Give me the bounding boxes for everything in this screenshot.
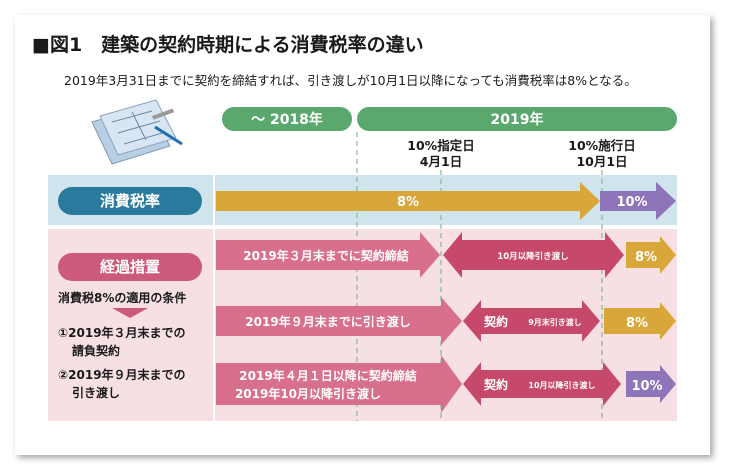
blueprint-illustration	[91, 99, 183, 165]
figure-title: ■図1 建築の契約時期による消費税率の違い	[32, 34, 424, 56]
year-2018-label: 〜 2018年	[251, 111, 323, 128]
year-banner-2019: 2019年	[357, 107, 677, 131]
row1-rate-text: 8%	[635, 250, 657, 265]
transition-label-pill: 経過措置	[58, 253, 202, 281]
conditions-pointer	[112, 308, 148, 318]
row3-middle-sub: 10月以降引き渡し	[528, 380, 595, 390]
tax-rate-label-pill: 消費税率	[58, 187, 202, 215]
arrow-current-rate: 8%	[216, 182, 600, 220]
row3-rate-arrow: 10%	[626, 365, 676, 403]
figure-subtitle: 2019年3月31日までに契約を締結すれば、引き渡しが10月1日以降になっても消…	[64, 73, 637, 88]
row2-middle-main: 契約	[483, 314, 508, 329]
year-banner-2018: 〜 2018年	[222, 107, 352, 131]
designation-date-value: 4月1日	[420, 154, 462, 169]
arrow-new-rate: 10%	[600, 182, 676, 220]
condition-1-line2: 請負契約	[72, 343, 120, 358]
condition-2-line2: 引き渡し	[72, 385, 120, 400]
row3-rate-text: 10%	[631, 379, 662, 394]
row1-middle-text: 10月以降引き渡し	[497, 251, 568, 262]
row2-rate-arrow: 8%	[604, 302, 676, 340]
row2-arrow-text: 2019年９月末までに引き渡し	[245, 314, 410, 329]
row2-arrow: 2019年９月末までに引き渡し	[216, 297, 462, 345]
condition-2-line1: ②2019年９月末までの	[58, 367, 186, 382]
designation-date-label: 10%指定日	[407, 138, 474, 153]
row2-middle-double-arrow: 契約 9月末引き渡し	[463, 300, 600, 342]
row3-arrow-text-line2: 2019年10月以降引き渡し	[235, 386, 381, 401]
row3-middle-double-arrow: 契約 10月以降引き渡し	[463, 362, 621, 406]
tax-rate-label: 消費税率	[100, 192, 160, 210]
row2-rate-text: 8%	[626, 316, 648, 331]
row2-middle-sub: 9月末引き渡し	[528, 317, 582, 327]
new-rate-text: 10%	[616, 195, 647, 210]
row3-arrow: 2019年４月１日以降に契約締結 2019年10月以降引き渡し	[216, 355, 462, 413]
row1-arrow: 2019年３月末までに契約締結	[216, 232, 440, 278]
enforcement-date-value: 10月1日	[576, 154, 627, 169]
current-rate-text: 8%	[397, 195, 419, 210]
row1-rate-arrow: 8%	[626, 236, 676, 274]
enforcement-date-label: 10%施行日	[568, 138, 635, 153]
row1-arrow-text: 2019年３月末までに契約締結	[243, 248, 408, 263]
row3-arrow-text-line1: 2019年４月１日以降に契約締結	[239, 368, 416, 383]
year-2019-label: 2019年	[491, 111, 544, 128]
conditions-heading: 消費税8%の適用の条件	[58, 290, 186, 305]
transition-label: 経過措置	[100, 258, 160, 276]
condition-1-line1: ①2019年３月末までの	[58, 325, 186, 340]
row3-middle-main: 契約	[483, 377, 508, 392]
row1-middle-double-arrow: 10月以降引き渡し	[443, 232, 624, 278]
